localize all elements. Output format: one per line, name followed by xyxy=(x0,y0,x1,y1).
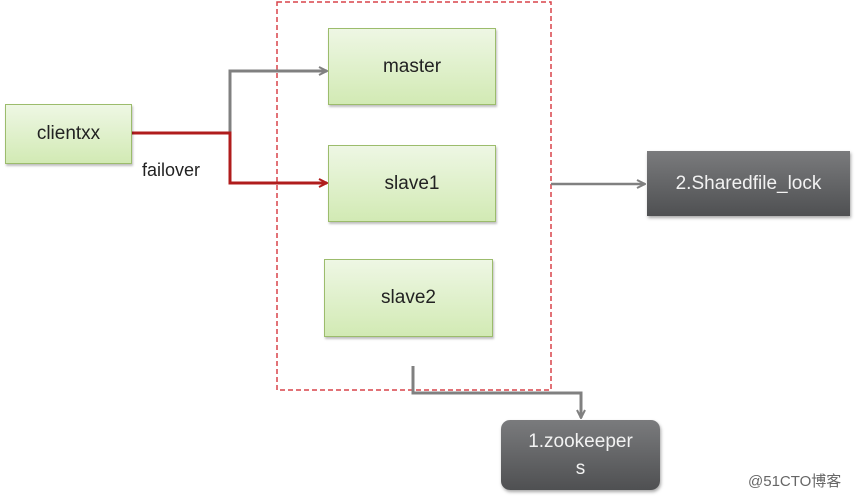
watermark: @51CTO博客 xyxy=(748,473,842,490)
edge-client-master xyxy=(228,71,327,143)
replica-group-boundary xyxy=(276,1,552,391)
node-slave1: slave1 xyxy=(328,145,496,222)
node-sharedfile-lock: 2.Sharedfile_lock xyxy=(647,151,850,216)
edge-client-slave1-failover xyxy=(132,131,327,183)
edge-group-zookeeper xyxy=(411,366,581,418)
node-slave2: slave2 xyxy=(324,259,493,337)
node-zookeepers: 1.zookeeper s xyxy=(501,420,660,490)
failover-label: failover xyxy=(142,160,201,180)
zookeeper-label-line1: 1.zookeeper xyxy=(528,431,633,452)
zookeeper-label-line2: s xyxy=(575,458,586,479)
node-client: clientxx xyxy=(5,104,132,164)
node-master: master xyxy=(328,28,496,105)
